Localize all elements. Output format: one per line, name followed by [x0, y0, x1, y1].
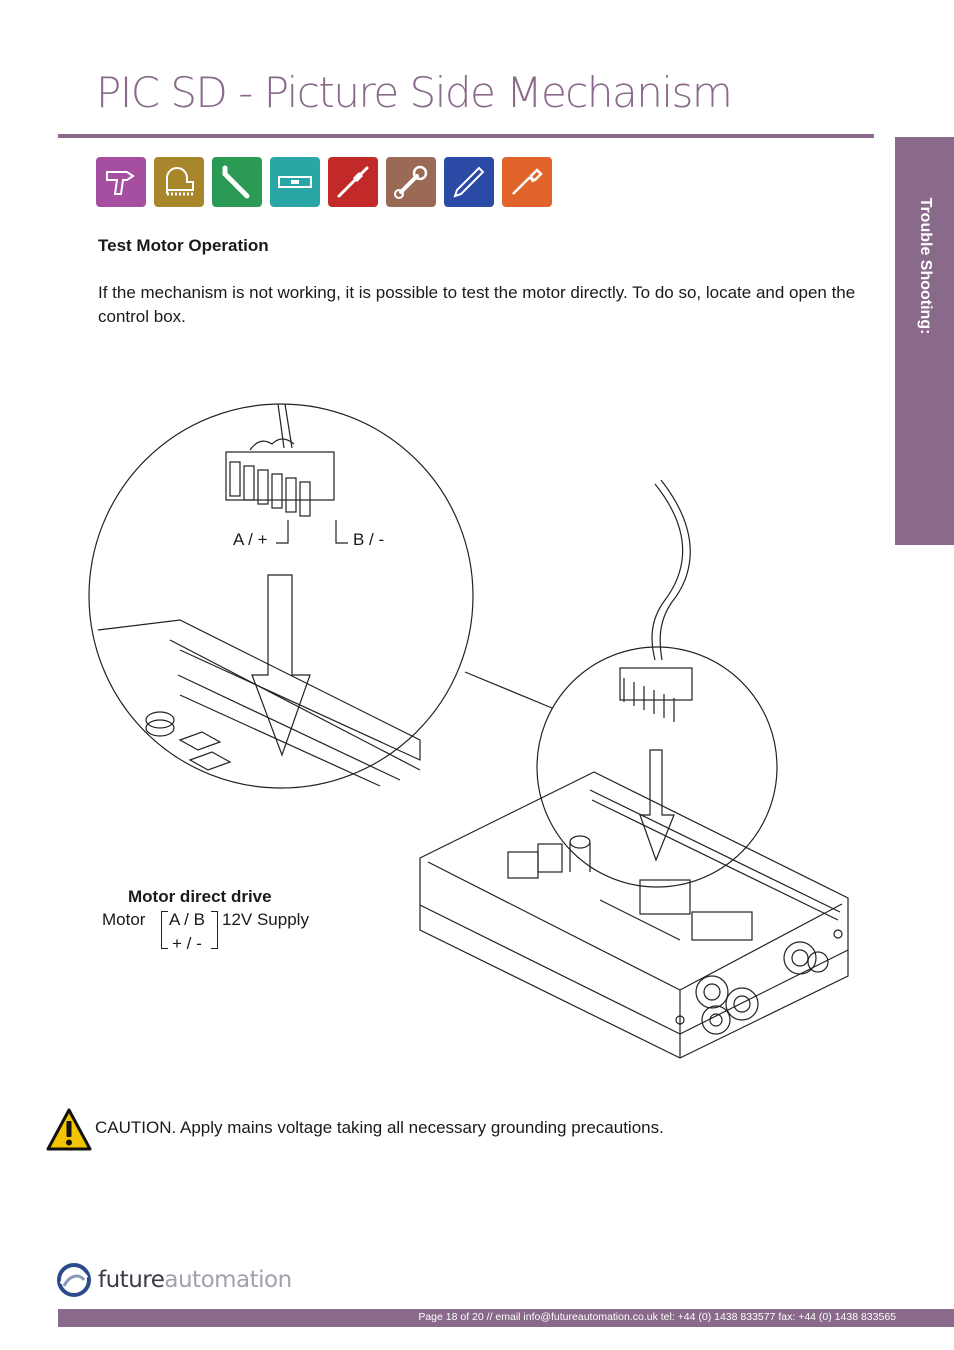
footer-text: Page 18 of 20 // email info@futureautoma…	[418, 1311, 896, 1323]
spirit-level-icon	[270, 157, 320, 207]
allen-key-icon	[212, 157, 262, 207]
stanley-knife-icon	[502, 157, 552, 207]
logo-text: futureautomation	[98, 1267, 292, 1293]
motor-drive-supply: 12V Supply	[222, 910, 309, 929]
spanner-icon	[386, 157, 436, 207]
tape-measure-icon	[154, 157, 204, 207]
page-title: PIC SD - Picture Side Mechanism	[96, 68, 733, 117]
label-a: A / +	[233, 530, 268, 549]
motor-drive-title: Motor direct drive	[128, 887, 272, 906]
drill-icon	[96, 157, 146, 207]
label-b: B / -	[353, 530, 385, 549]
tool-icons	[96, 157, 552, 207]
title-divider	[58, 134, 874, 138]
pencil-icon	[444, 157, 494, 207]
side-tab: Trouble Shooting:	[895, 137, 954, 545]
swirl-logo-icon	[57, 1263, 91, 1297]
motor-drive-ab: A / B	[169, 910, 205, 929]
bracket-right	[211, 911, 218, 949]
side-tab-label: Trouble Shooting:	[916, 197, 934, 335]
motor-drive-motor: Motor	[102, 910, 146, 929]
section-body: If the mechanism is not working, it is p…	[98, 283, 856, 326]
bracket-left	[161, 911, 168, 949]
company-logo: futureautomation	[56, 1262, 292, 1298]
control-box-diagram	[88, 403, 849, 1059]
footer-bar: Page 18 of 20 // email info@futureautoma…	[58, 1309, 954, 1327]
caution-text: CAUTION. Apply mains voltage taking all …	[95, 1118, 664, 1137]
screwdriver-icon	[328, 157, 378, 207]
motor-drive-polarity: + / -	[172, 934, 202, 953]
warning-icon	[46, 1108, 92, 1151]
section-heading: Test Motor Operation	[98, 236, 269, 255]
